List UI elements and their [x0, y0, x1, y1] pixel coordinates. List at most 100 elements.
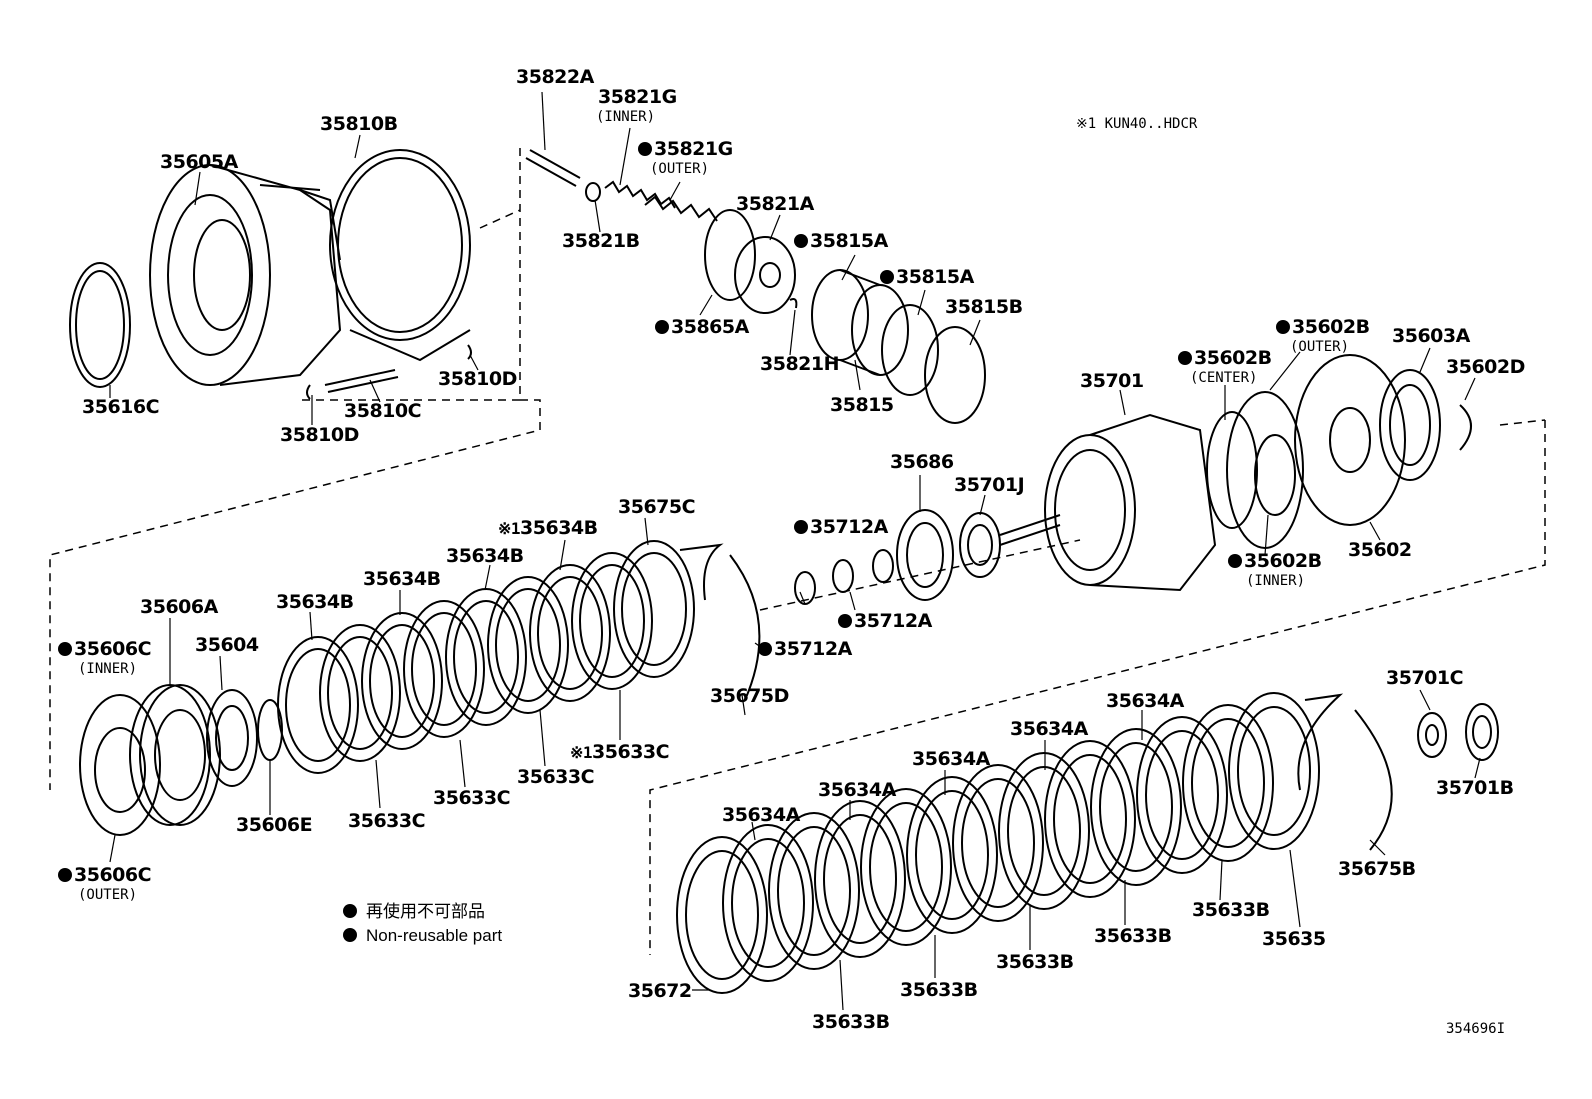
- label-35672[interactable]: 35672: [628, 980, 692, 1002]
- label-35821G-outer-text: 35821G: [654, 138, 733, 160]
- label-35865A[interactable]: 35865A: [655, 318, 749, 337]
- non-reusable-dot-icon: [758, 642, 772, 656]
- label-35634A-4[interactable]: 35634A: [818, 779, 896, 801]
- label-35633B-5[interactable]: 35633B: [812, 1011, 890, 1033]
- sublabel-35602B-inner: (INNER): [1246, 573, 1306, 589]
- x1-mark: ※1: [498, 519, 521, 538]
- non-reusable-dot-icon: [58, 642, 72, 656]
- legend-jp: 再使用不可部品: [343, 903, 485, 920]
- ring-35815A: [881, 304, 939, 396]
- label-35602B-inner[interactable]: 35602B: [1228, 552, 1322, 571]
- non-reusable-dot-icon: [58, 868, 72, 882]
- non-reusable-dot-icon: [343, 904, 357, 918]
- label-35634A-2[interactable]: 35634A: [1010, 718, 1088, 740]
- label-35686[interactable]: 35686: [890, 451, 954, 473]
- label-35634B-2[interactable]: 35634B: [446, 545, 524, 567]
- sublabel-35821G-outer: (OUTER): [650, 161, 710, 177]
- label-35602B-center-text: 35602B: [1194, 347, 1272, 369]
- label-35634B-4[interactable]: 35634B: [276, 591, 354, 613]
- non-reusable-dot-icon: [1178, 351, 1192, 365]
- label-35675D[interactable]: 35675D: [710, 685, 789, 707]
- band-35810B: [329, 149, 471, 362]
- non-reusable-dot-icon: [638, 142, 652, 156]
- label-35810D-2[interactable]: 35810D: [280, 424, 359, 446]
- spring-retainer-35603A: [1379, 369, 1441, 481]
- sublabel-35821G-inner: (INNER): [596, 109, 656, 125]
- label-35633C-3[interactable]: 35633C: [433, 787, 511, 809]
- label-35634B-3[interactable]: 35634B: [363, 568, 441, 590]
- label-35633B-2[interactable]: 35633B: [1094, 925, 1172, 947]
- label-35634B-x1[interactable]: ※135634B: [498, 519, 598, 538]
- label-35606C-inner-text: 35606C: [74, 638, 152, 660]
- label-35634A-1[interactable]: 35634A: [1106, 690, 1184, 712]
- drum-35701: [999, 413, 1217, 592]
- snap-ring-35675D: [729, 554, 761, 701]
- label-35701B[interactable]: 35701B: [1436, 777, 1514, 799]
- label-35810B[interactable]: 35810B: [320, 113, 398, 135]
- label-35634A-5[interactable]: 35634A: [722, 804, 800, 826]
- label-35602B-center[interactable]: 35602B: [1178, 349, 1272, 368]
- piston-35821A: [734, 236, 796, 314]
- label-35822A[interactable]: 35822A: [516, 66, 594, 88]
- label-35606C-outer[interactable]: 35606C: [58, 866, 152, 885]
- label-35712A-2-text: 35712A: [854, 610, 932, 632]
- label-35712A-1[interactable]: 35712A: [794, 518, 888, 537]
- assembly-boundary-lines: [49, 148, 1546, 955]
- label-35821A[interactable]: 35821A: [736, 193, 814, 215]
- label-35821G-inner[interactable]: 35821G: [598, 86, 677, 108]
- non-reusable-dot-icon: [1228, 554, 1242, 568]
- label-35815B[interactable]: 35815B: [945, 296, 1023, 318]
- label-35603A[interactable]: 35603A: [1392, 325, 1470, 347]
- non-reusable-dot-icon: [343, 928, 357, 942]
- label-35701C[interactable]: 35701C: [1386, 667, 1464, 689]
- label-35821G-outer[interactable]: 35821G: [638, 140, 733, 159]
- label-35606A[interactable]: 35606A: [140, 596, 218, 618]
- plate-35675C: [679, 543, 724, 601]
- label-35633C-x1[interactable]: ※135633C: [570, 741, 670, 763]
- label-35633C-2[interactable]: 35633C: [517, 766, 595, 788]
- label-35605A[interactable]: 35605A: [160, 151, 238, 173]
- label-35633B-1[interactable]: 35633B: [1192, 899, 1270, 921]
- label-35633C-x1-text: 35633C: [592, 741, 670, 763]
- label-35633B-4[interactable]: 35633B: [900, 979, 978, 1001]
- label-35815A-2[interactable]: 35815A: [880, 268, 974, 287]
- label-35675B[interactable]: 35675B: [1338, 858, 1416, 880]
- label-35810C[interactable]: 35810C: [344, 400, 422, 422]
- non-reusable-dot-icon: [794, 520, 808, 534]
- label-35616C[interactable]: 35616C: [82, 396, 160, 418]
- label-35606E[interactable]: 35606E: [236, 814, 313, 836]
- seal-35712A-3: [872, 549, 894, 583]
- label-35810D-1[interactable]: 35810D: [438, 368, 517, 390]
- springs-35821G: [604, 180, 718, 222]
- legend-jp-text: 再使用不可部品: [366, 902, 485, 921]
- label-35602B-outer[interactable]: 35602B: [1276, 318, 1370, 337]
- sublabel-35602B-outer: (OUTER): [1290, 339, 1350, 355]
- label-35712A-3[interactable]: 35712A: [758, 640, 852, 659]
- label-35604[interactable]: 35604: [195, 634, 259, 656]
- label-35602D[interactable]: 35602D: [1446, 356, 1525, 378]
- label-35675C[interactable]: 35675C: [618, 496, 696, 518]
- label-35633C-4[interactable]: 35633C: [348, 810, 426, 832]
- label-35815A-1[interactable]: 35815A: [794, 232, 888, 251]
- seal-35712A-1: [794, 571, 816, 605]
- drum-35605A: [149, 164, 342, 386]
- label-35634A-3[interactable]: 35634A: [912, 748, 990, 770]
- snap-ring-35815B: [924, 326, 986, 424]
- non-reusable-dot-icon: [838, 614, 852, 628]
- label-35821B[interactable]: 35821B: [562, 230, 640, 252]
- label-35815[interactable]: 35815: [830, 394, 894, 416]
- label-35701J[interactable]: 35701J: [954, 474, 1025, 496]
- label-35821H[interactable]: 35821H: [760, 353, 840, 375]
- label-35701[interactable]: 35701: [1080, 370, 1144, 392]
- label-35635[interactable]: 35635: [1262, 928, 1326, 950]
- plate-35635: [1297, 693, 1344, 791]
- washer-35616C: [69, 262, 131, 388]
- label-35602B-inner-text: 35602B: [1244, 550, 1322, 572]
- label-35606C-inner[interactable]: 35606C: [58, 638, 152, 660]
- label-35712A-2[interactable]: 35712A: [838, 612, 932, 631]
- snap-ring-35606E: [257, 699, 283, 761]
- label-35633B-3[interactable]: 35633B: [996, 951, 1074, 973]
- label-35602[interactable]: 35602: [1348, 539, 1412, 561]
